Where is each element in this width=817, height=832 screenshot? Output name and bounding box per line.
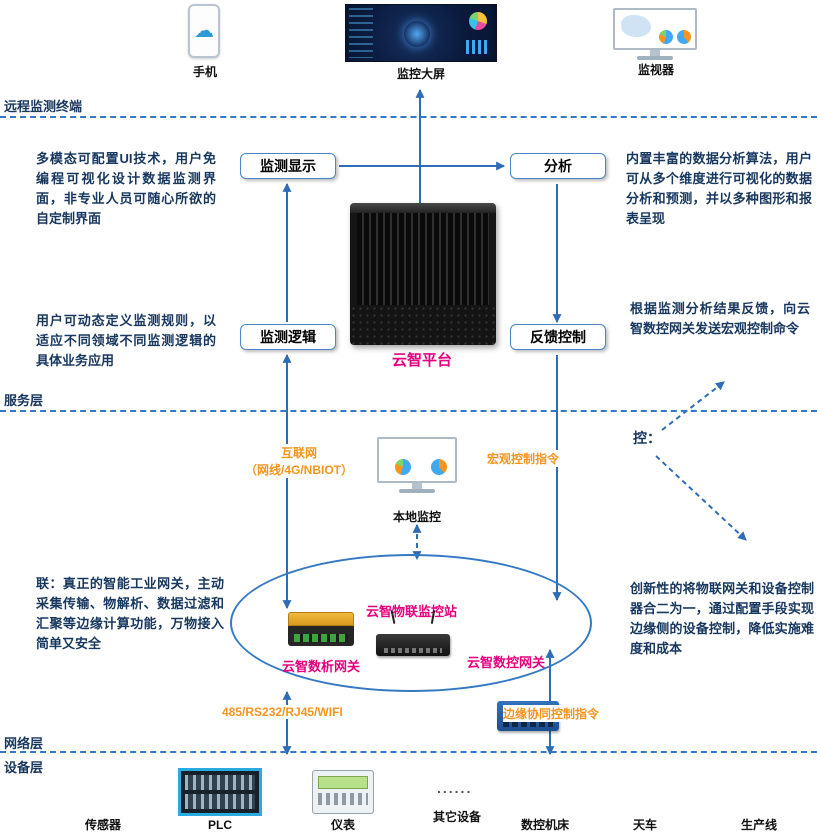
server-vent-panel (350, 305, 496, 345)
sensor-label: 传感器 (84, 818, 121, 832)
data-gateway-label: 云智数析网关 (282, 659, 361, 674)
iot-station-label: 云智物联监控站 (366, 604, 458, 619)
monitor-label: 监视器 (637, 63, 674, 77)
pie-chart-graphic (395, 459, 411, 475)
phone-image: ☁ (188, 4, 220, 58)
note-monitor-rules: 用户可动态定义监测规则，以适应不同领域不同监测逻辑的具体业务应用 (36, 313, 216, 368)
arrow-control-down-dashed (655, 455, 747, 541)
plc-rack-graphic (185, 775, 255, 790)
layer-network-label: 网络层 (4, 736, 44, 751)
cnc-machine-label: 数控机床 (520, 818, 569, 832)
note-ui-config: 多模态可配置UI技术，用户免编程可视化设计数据监测界面，非专业人员可随心所欲的自… (36, 151, 216, 226)
monitor-base (399, 489, 435, 493)
plc-rack-graphic (185, 794, 255, 809)
pie-chart-graphic (677, 30, 691, 44)
server-top-panel (350, 203, 496, 213)
monitor-screen (613, 8, 697, 50)
meter-keys-graphic (318, 793, 368, 805)
cnc-gateway-label: 云智数控网关 (467, 655, 546, 670)
platform-label: 云智平台 (392, 352, 453, 369)
bar-chart-graphic (466, 40, 488, 54)
meter-label: 仪表 (330, 818, 355, 832)
note-analysis: 内置丰富的数据分析算法，用户可从多个维度进行可视化的数据分析和预测，并以多种图形… (626, 151, 812, 226)
phone-frame: ☁ (188, 4, 220, 58)
layer-device-label: 设备层 (4, 760, 44, 775)
monitor-stand (412, 483, 422, 489)
meter-screen-graphic (318, 776, 368, 789)
big-screen-label: 监控大屏 (396, 67, 445, 81)
local-monitor-screen (377, 437, 457, 483)
edge-cmd-label: 边缘协同控制指令 (503, 705, 600, 722)
cloud-icon: ☁ (194, 20, 214, 42)
iot-station-ports (384, 648, 442, 653)
control-label: 控： (633, 430, 661, 446)
server-card-slots (350, 213, 496, 305)
monitor-base (637, 56, 673, 60)
note-gateway: 联：真正的智能工业网关，主动采集传输、物解析、数据过滤和汇聚等边缘计算功能，万物… (36, 576, 224, 651)
local-monitor-label: 本地监控 (392, 510, 441, 524)
gateway-body (288, 626, 354, 646)
internet-label-line1: 互联网 (280, 446, 317, 460)
data-gateway-image (288, 612, 354, 646)
production-line-label: 生产线 (740, 818, 777, 832)
macro-cmd-label: 宏观控制指令 (487, 450, 560, 467)
monitor-stand (650, 50, 660, 56)
node-monitor-display: 监测显示 (240, 153, 336, 179)
iot-station-image (376, 609, 450, 656)
node-feedback-control: 反馈控制 (510, 324, 606, 350)
local-monitor-image (377, 437, 457, 493)
layer-separator-remote (0, 116, 817, 118)
other-devices-dots: ...... (437, 780, 473, 796)
pie-chart-graphic (469, 12, 487, 30)
iot-station-chassis (376, 634, 450, 656)
pie-chart-graphic (659, 30, 673, 44)
gateway-ports (503, 719, 553, 727)
plc-label: PLC (208, 818, 232, 832)
crane-label: 天车 (632, 818, 657, 832)
layer-service-label: 服务层 (4, 393, 44, 408)
plc-image (178, 768, 262, 816)
note-feedback: 根据监测分析结果反馈，向云智数控网关发送宏观控制命令 (630, 301, 810, 336)
monitor-image (613, 8, 697, 60)
big-screen-image (345, 4, 497, 62)
note-edge-control: 创新性的将物联网关和设备控制器合二为一，通过配置手段实现边缘侧的设备控制，降低实… (630, 581, 814, 656)
layer-separator-network (0, 751, 817, 753)
other-devices-label: 其它设备 (432, 810, 481, 824)
meter-image (312, 770, 374, 814)
arrow-control-up-dashed (661, 381, 725, 431)
dashboard-panel-left (349, 8, 373, 58)
gateway-terminals (294, 634, 348, 642)
node-monitor-logic: 监测逻辑 (240, 324, 336, 350)
network-graph-glow (404, 21, 430, 47)
gateway-top-case (288, 612, 354, 626)
node-analysis: 分析 (510, 153, 606, 179)
layer-remote-label: 远程监测终端 (4, 99, 83, 114)
internet-label: 互联网 （网线/4G/NBIOT） (243, 444, 355, 478)
pie-chart-graphic (431, 459, 447, 475)
map-graphic (621, 15, 651, 37)
server-rack-image (350, 203, 496, 345)
field-bus-label: 485/RS232/RJ45/WIFI (222, 705, 343, 719)
internet-label-line2: （网线/4G/NBIOT） (244, 463, 353, 477)
dashboard-panel-right (463, 8, 493, 58)
phone-label: 手机 (192, 65, 217, 79)
edge-cluster-ellipse (230, 554, 592, 692)
layer-separator-service (0, 410, 817, 412)
